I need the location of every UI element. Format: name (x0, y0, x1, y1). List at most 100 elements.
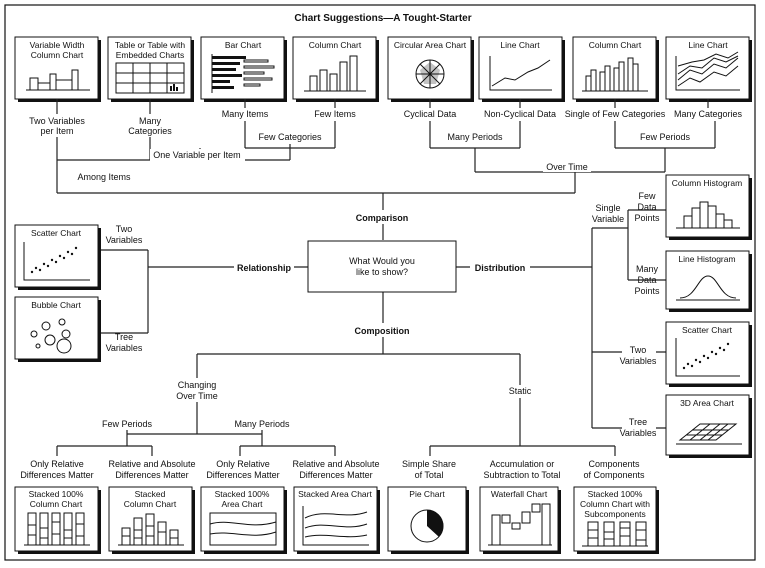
card-3d-area-chart: 3D Area Chart (665, 394, 752, 458)
bar-chart-icon (211, 54, 275, 93)
scatter-chart-icon (23, 242, 90, 281)
label-relative-absolute-1: Relative and Absolute (108, 459, 195, 469)
bubble-chart-icon (30, 318, 72, 354)
page-title: Chart Suggestions—A Tought-Starter (294, 13, 471, 24)
label-accumulation: Accumulation or (490, 459, 555, 469)
card-table-embedded-charts: Table or Table with Embedded Charts (107, 36, 194, 102)
stacked-100-column-icon (24, 512, 90, 546)
label-one-variable-per-item: One Variable per Item (153, 150, 240, 160)
label-among-items: Among Items (77, 172, 131, 182)
label-cyclical-data: Cyclical Data (404, 109, 457, 119)
card-title: Column Chart (309, 40, 362, 50)
label-only-relative-2: Differences Matter (206, 470, 279, 480)
card-bubble-chart: Bubble Chart (14, 296, 101, 362)
card-title: Line Chart (688, 40, 728, 50)
card-title: Stacked 100% (215, 489, 270, 499)
label-simple-share: of Total (415, 470, 444, 480)
card-line-chart-2: Line Chart (665, 36, 752, 102)
line-histogram-icon (676, 275, 740, 301)
label-many-data-points: Points (634, 286, 660, 296)
category-composition: Composition (355, 326, 410, 336)
card-title: Stacked (135, 489, 166, 499)
label-only-relative-1: Only Relative (30, 459, 84, 469)
card-title: Stacked Area Chart (298, 489, 372, 499)
label-few-data-points: Data (637, 202, 656, 212)
label-simple-share: Simple Share (402, 459, 456, 469)
card-title: Waterfall Chart (491, 489, 548, 499)
stacked-column-icon (118, 513, 184, 546)
label-components: of Components (583, 470, 645, 480)
center-question-line1: What Would you (349, 256, 415, 266)
label-many-categories-2: Many Categories (674, 109, 743, 119)
category-distribution: Distribution (475, 263, 526, 273)
column-histogram-icon (676, 201, 740, 229)
variable-width-column-icon (26, 69, 90, 91)
label-relative-absolute-1: Differences Matter (115, 470, 188, 480)
card-title: Subcomponents (584, 509, 645, 519)
label-only-relative-1: Differences Matter (20, 470, 93, 480)
label-few-categories: Few Categories (258, 132, 322, 142)
label-two-variables-per-item: per Item (40, 126, 73, 136)
label-distribution-two-variables: Variables (620, 356, 657, 366)
label-single-or-few-categories: Single of Few Categories (565, 109, 666, 119)
label-relationship-two-variables: Two (116, 224, 133, 234)
label-relationship-three-variables: Tree (115, 332, 133, 342)
label-relative-absolute-2: Relative and Absolute (292, 459, 379, 469)
card-scatter-chart: Scatter Chart (14, 224, 101, 290)
card-title: Stacked 100% (29, 489, 84, 499)
card-title: Scatter Chart (682, 325, 733, 335)
card-title: Circular Area Chart (394, 40, 467, 50)
card-bar-chart: Bar Chart (200, 36, 287, 102)
stacked-100-area-icon (209, 512, 277, 546)
stacked-100-subcomponents-icon (582, 521, 648, 547)
column-chart-2-icon (582, 57, 648, 92)
card-waterfall-chart: Waterfall Chart (479, 486, 561, 554)
center-question-box (307, 240, 457, 293)
waterfall-chart-icon (488, 503, 552, 546)
card-title: Scatter Chart (31, 228, 82, 238)
card-title: Line Chart (500, 40, 540, 50)
label-few-data-points: Points (634, 213, 660, 223)
label-many-data-points: Many (636, 264, 659, 274)
label-few-items: Few Items (314, 109, 356, 119)
card-title: Variable Width (30, 40, 85, 50)
label-many-categories: Categories (128, 126, 172, 136)
center-question-line2: like to show? (356, 267, 408, 277)
card-title: Column Histogram (672, 178, 742, 188)
label-many-categories: Many (139, 116, 162, 126)
card-title: Bubble Chart (31, 300, 81, 310)
label-many-data-points: Data (637, 275, 656, 285)
label-single-variable: Single (595, 203, 620, 213)
stacked-area-icon (302, 506, 369, 546)
label-composition-few-periods: Few Periods (102, 419, 153, 429)
label-single-variable: Variable (592, 214, 624, 224)
label-few-data-points: Few (638, 191, 656, 201)
card-title: Area Chart (221, 499, 263, 509)
label-relative-absolute-2: Differences Matter (299, 470, 372, 480)
card-title: Column Chart (589, 40, 642, 50)
circular-area-chart-icon (415, 59, 445, 89)
card-stacked-area: Stacked Area Chart (293, 486, 380, 554)
card-stacked-column: Stacked Column Chart (108, 486, 195, 554)
table-embedded-charts-icon (115, 62, 185, 94)
label-components: Components (588, 459, 640, 469)
category-relationship: Relationship (237, 263, 292, 273)
card-distribution-scatter: Scatter Chart (665, 321, 752, 387)
label-distribution-two-variables: Two (630, 345, 647, 355)
line-chart-icon (489, 56, 552, 91)
card-title: 3D Area Chart (680, 398, 734, 408)
card-title: Stacked 100% (588, 489, 643, 499)
3d-area-chart-icon (676, 423, 742, 445)
column-chart-icon (304, 55, 366, 92)
label-distribution-three-variables: Tree (629, 417, 647, 427)
card-stacked-100-subcomponents: Stacked 100% Column Chart with Subcompon… (573, 486, 659, 554)
label-non-cyclical-data: Non-Cyclical Data (484, 109, 556, 119)
pie-chart-icon (410, 509, 444, 543)
distribution-scatter-icon (675, 338, 740, 377)
card-title: Embedded Charts (116, 50, 185, 60)
label-changing-over-time: Changing (178, 380, 217, 390)
card-pie-chart: Pie Chart (387, 486, 469, 554)
label-static: Static (509, 386, 532, 396)
label-only-relative-2: Only Relative (216, 459, 270, 469)
